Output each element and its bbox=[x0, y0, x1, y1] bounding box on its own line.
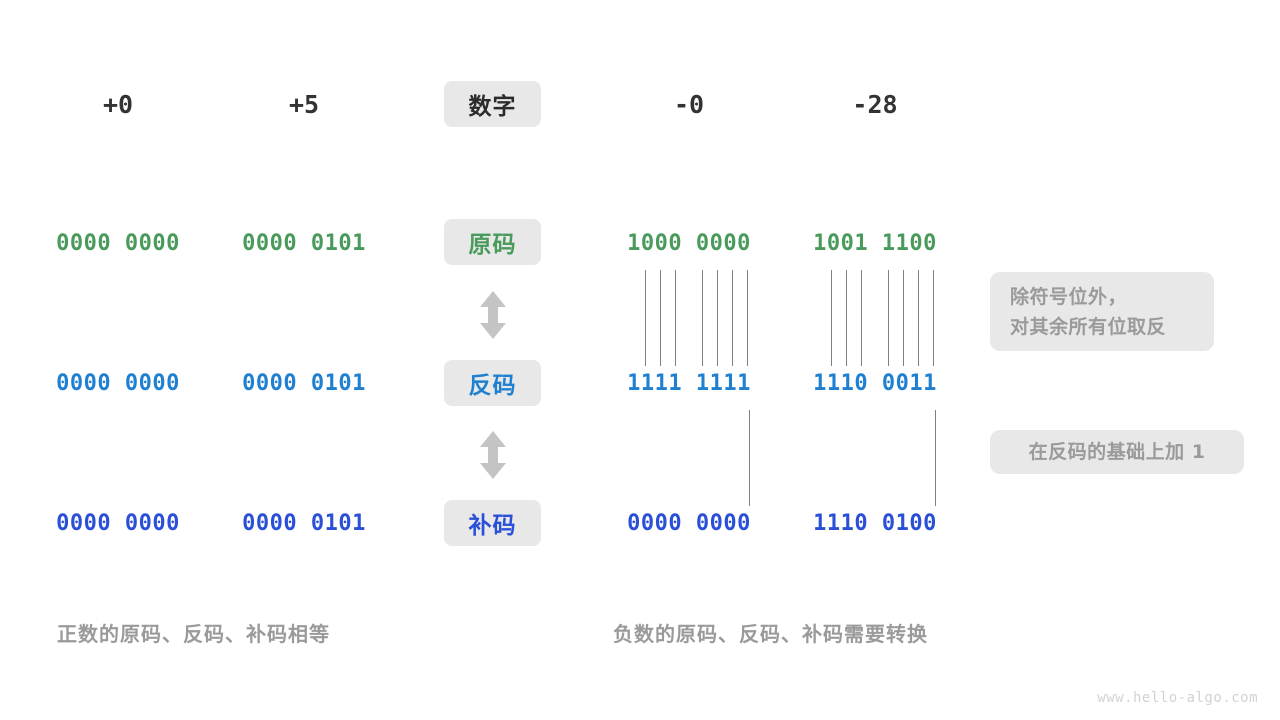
ones-complement-plus-zero: 0000 0000 bbox=[56, 370, 180, 396]
bit-connector-line bbox=[645, 270, 646, 366]
twos-complement-plus-zero: 0000 0000 bbox=[56, 510, 180, 536]
bit-connector-line bbox=[918, 270, 919, 366]
sign-magnitude-plus-zero: 0000 0000 bbox=[56, 230, 180, 256]
double-arrow-vertical-icon bbox=[477, 290, 509, 344]
twos-complement-minus-zero: 0000 0000 bbox=[627, 510, 751, 536]
bit-connector-line bbox=[675, 270, 676, 366]
twos-complement-minus-twentyeight: 1110 0100 bbox=[813, 510, 937, 536]
bit-connector-line bbox=[717, 270, 718, 366]
ones-complement-plus-five: 0000 0101 bbox=[242, 370, 366, 396]
bit-connector-line bbox=[702, 270, 703, 366]
note-invert-bits: 除符号位外， 对其余所有位取反 bbox=[990, 272, 1214, 351]
sign-magnitude-minus-twentyeight: 1001 1100 bbox=[813, 230, 937, 256]
row-label-twos-complement: 补码 bbox=[444, 500, 541, 546]
note-plus-one: 在反码的基础上加 1 bbox=[990, 430, 1244, 474]
row-label-number: 数字 bbox=[444, 81, 541, 127]
bit-connector-line bbox=[846, 270, 847, 366]
ones-complement-minus-zero: 1111 1111 bbox=[627, 370, 751, 396]
bit-connector-line bbox=[660, 270, 661, 366]
bit-connector-line bbox=[888, 270, 889, 366]
bit-connector-line bbox=[732, 270, 733, 366]
bit-connector-line bbox=[933, 270, 934, 366]
note-plus-one-text: 在反码的基础上加 1 bbox=[1028, 441, 1206, 463]
double-arrow-vertical-icon bbox=[477, 430, 509, 484]
row-label-sign-magnitude: 原码 bbox=[444, 219, 541, 265]
bit-connector-line bbox=[903, 270, 904, 366]
sign-magnitude-plus-five: 0000 0101 bbox=[242, 230, 366, 256]
carry-connector-line bbox=[935, 410, 936, 506]
carry-connector-line bbox=[749, 410, 750, 506]
header-plus-five: +5 bbox=[288, 89, 320, 119]
caption-negative: 负数的原码、反码、补码需要转换 bbox=[613, 622, 928, 646]
watermark: www.hello-algo.com bbox=[1097, 690, 1258, 706]
row-label-ones-complement: 反码 bbox=[444, 360, 541, 406]
bit-connector-line bbox=[831, 270, 832, 366]
twos-complement-plus-five: 0000 0101 bbox=[242, 510, 366, 536]
header-minus-twentyeight: -28 bbox=[852, 89, 898, 119]
note-invert-line1: 除符号位外， bbox=[1010, 285, 1128, 308]
bit-connector-line bbox=[747, 270, 748, 366]
caption-positive: 正数的原码、反码、补码相等 bbox=[57, 622, 330, 646]
bit-connector-line bbox=[861, 270, 862, 366]
header-plus-zero: +0 bbox=[102, 89, 134, 119]
note-invert-line2: 对其余所有位取反 bbox=[1010, 315, 1167, 338]
header-minus-zero: -0 bbox=[673, 89, 705, 119]
ones-complement-minus-twentyeight: 1110 0011 bbox=[813, 370, 937, 396]
sign-magnitude-minus-zero: 1000 0000 bbox=[627, 230, 751, 256]
